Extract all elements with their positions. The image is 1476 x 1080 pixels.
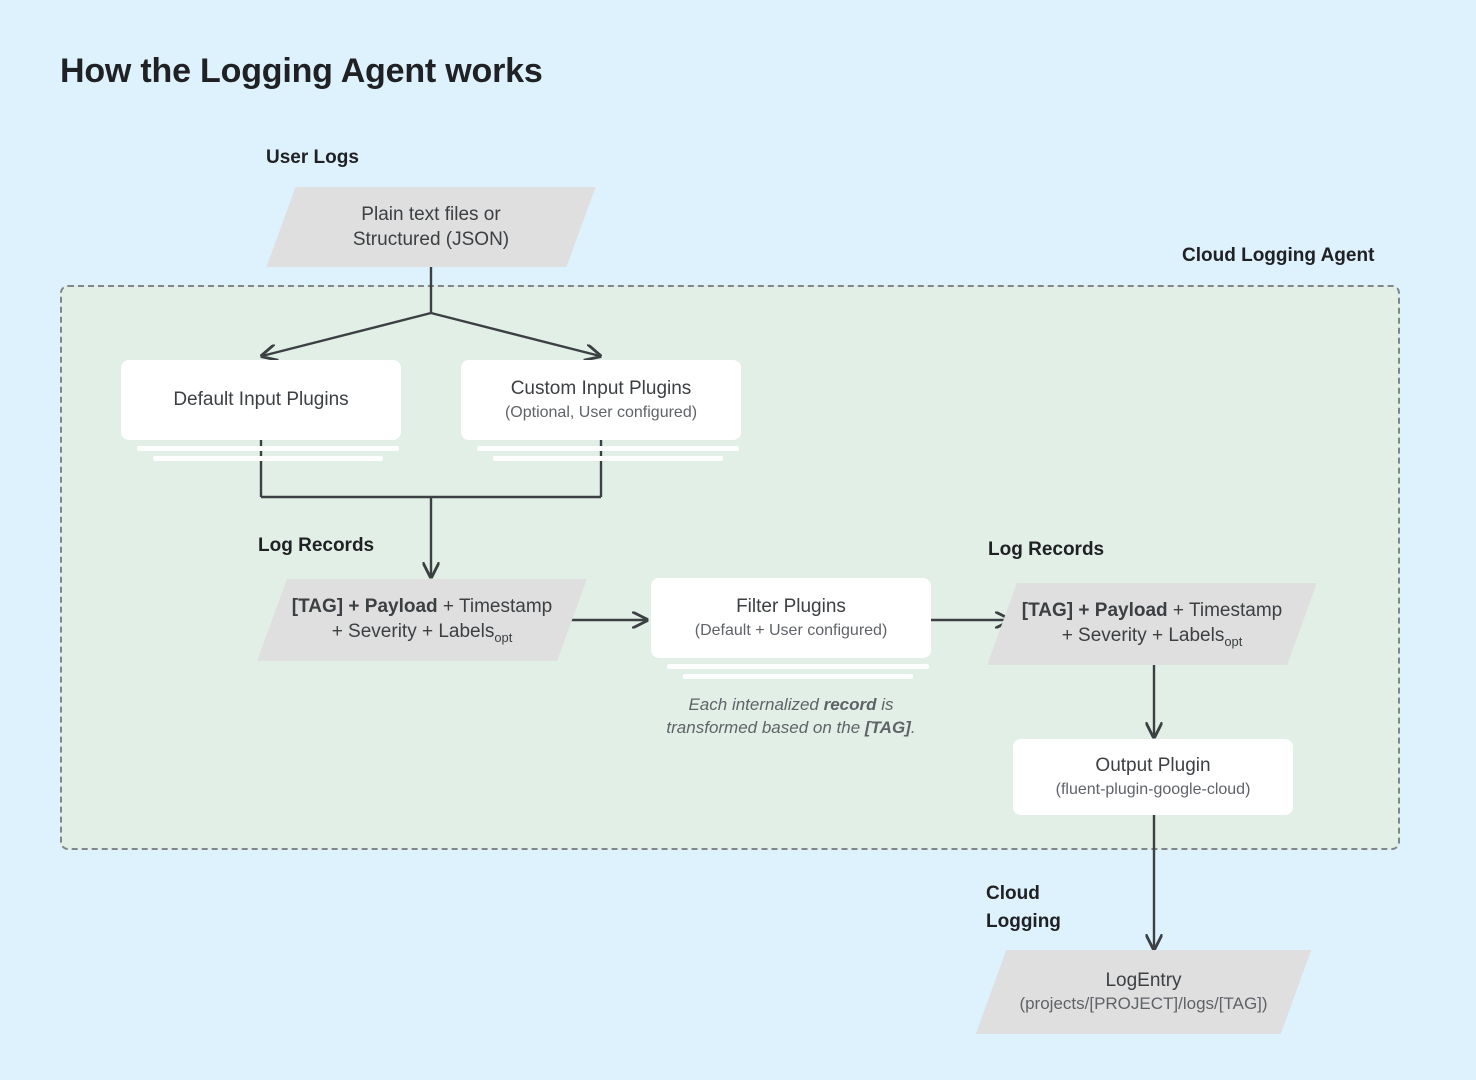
transform-note-line1-c: is bbox=[876, 695, 894, 714]
user-logs-source-line2: Structured (JSON) bbox=[352, 229, 510, 250]
log-record-right-line2-sub: opt bbox=[1224, 633, 1243, 649]
custom-input-plugins-subtitle: (Optional, User configured) bbox=[504, 404, 698, 422]
log-record-left-line2-text: + Severity + Labels bbox=[331, 621, 495, 643]
output-plugin-title: Output Plugin bbox=[1095, 755, 1211, 777]
custom-input-plugins-sheet-2 bbox=[493, 456, 723, 461]
log-record-right-line1: [TAG] + Payload + Timestamp bbox=[1022, 598, 1282, 623]
default-input-plugins-title: Default Input Plugins bbox=[173, 389, 349, 411]
page-title: How the Logging Agent works bbox=[60, 52, 543, 90]
default-input-plugins-sheet-1 bbox=[137, 446, 399, 451]
label-cloud-logging-agent: Cloud Logging Agent bbox=[1182, 245, 1375, 266]
transform-note-line1-a: Each internalized bbox=[688, 695, 824, 714]
transform-note-tag-word: [TAG] bbox=[864, 718, 911, 738]
node-user-logs-source[interactable]: Plain text files or Structured (JSON) bbox=[266, 187, 596, 267]
output-plugin-subtitle: (fluent-plugin-google-cloud) bbox=[1055, 781, 1251, 799]
transform-note-line2-c: . bbox=[910, 718, 916, 738]
filter-plugins-sheet-1 bbox=[667, 664, 929, 669]
log-record-left-line1-rest: + Timestamp bbox=[437, 595, 553, 617]
default-input-plugins-sheet-2 bbox=[153, 456, 383, 461]
log-record-left-line1: [TAG] + Payload + Timestamp bbox=[292, 594, 552, 619]
transform-note-line2-a: transformed based on the bbox=[666, 718, 865, 738]
log-record-right-line2: + Severity + Labelsopt bbox=[1062, 623, 1243, 650]
node-log-record-right[interactable]: [TAG] + Payload + Timestamp + Severity +… bbox=[987, 583, 1317, 665]
filter-plugins-sheet-2 bbox=[683, 674, 913, 679]
log-record-right-line2-text: + Severity + Labels bbox=[1061, 625, 1225, 647]
label-log-records-left: Log Records bbox=[258, 535, 375, 556]
label-cloud-logging-line2: Logging bbox=[986, 910, 1061, 932]
user-logs-source-line1: Plain text files or bbox=[361, 203, 501, 225]
node-output-plugin[interactable]: Output Plugin (fluent-plugin-google-clou… bbox=[1013, 739, 1293, 815]
log-record-left-line2-sub: opt bbox=[494, 629, 513, 645]
filter-plugins-title: Filter Plugins bbox=[736, 596, 846, 618]
node-default-input-plugins[interactable]: Default Input Plugins bbox=[121, 360, 401, 440]
log-record-left-line2: + Severity + Labelsopt bbox=[332, 619, 513, 646]
node-filter-plugins[interactable]: Filter Plugins (Default + User configure… bbox=[651, 578, 931, 658]
node-custom-input-plugins[interactable]: Custom Input Plugins (Optional, User con… bbox=[461, 360, 741, 440]
label-log-records-right: Log Records bbox=[988, 539, 1105, 560]
log-record-right-line1-bold: [TAG] + Payload bbox=[1021, 599, 1168, 621]
log-entry-subtitle: (projects/[PROJECT]/logs/[TAG]) bbox=[1019, 994, 1268, 1014]
node-log-record-left[interactable]: [TAG] + Payload + Timestamp + Severity +… bbox=[257, 579, 587, 661]
custom-input-plugins-sheet-1 bbox=[477, 446, 739, 451]
label-cloud-logging-line1: Cloud bbox=[986, 883, 1040, 904]
filter-plugins-subtitle: (Default + User configured) bbox=[694, 622, 888, 640]
annotation-transform-note: Each internalized record is transformed … bbox=[621, 693, 961, 740]
label-cloud-logging: Cloud Logging bbox=[986, 880, 1061, 935]
custom-input-plugins-title: Custom Input Plugins bbox=[510, 378, 692, 400]
log-record-left-line1-bold: [TAG] + Payload bbox=[291, 595, 438, 617]
log-entry-title: LogEntry bbox=[1105, 969, 1182, 991]
node-log-entry[interactable]: LogEntry (projects/[PROJECT]/logs/[TAG]) bbox=[975, 950, 1312, 1034]
transform-note-record-word: record bbox=[823, 695, 877, 714]
label-user-logs: User Logs bbox=[266, 147, 359, 168]
log-record-right-line1-rest: + Timestamp bbox=[1167, 599, 1283, 621]
